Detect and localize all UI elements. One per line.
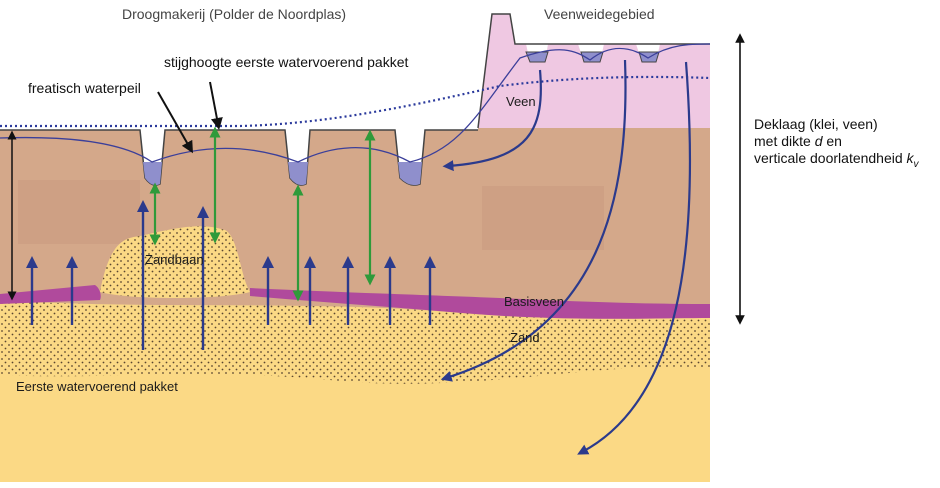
- infiltration-flow-arrows: [440, 59, 692, 455]
- peat-label: Veen: [506, 94, 536, 109]
- seepage-arrows: [26, 200, 436, 350]
- sand-label: Zand: [510, 330, 540, 345]
- ditch-water: [398, 162, 422, 186]
- water-table-pointer: [157, 91, 193, 154]
- clay-lens: [18, 180, 140, 244]
- aquifer-label: Eerste watervoerend pakket: [16, 379, 178, 394]
- cover-layer-note-line2: met dikte d en: [754, 133, 842, 149]
- sand-ridge-label: Zandbaan: [145, 252, 204, 267]
- basal-peat-label: Basisveen: [504, 294, 564, 309]
- head-difference-arrows: [149, 126, 376, 302]
- water-table-label: freatisch waterpeil: [28, 80, 141, 96]
- cover-layer-note-line1: Deklaag (klei, veen): [754, 116, 878, 132]
- hydraulic-head-pointer: [209, 81, 223, 130]
- ditch-water: [143, 162, 162, 186]
- peat-layer: [478, 14, 710, 128]
- hydraulic-head-label: stijghoogte eerste watervoerend pakket: [164, 54, 409, 70]
- ditch-water: [288, 162, 308, 186]
- hydraulic-head-line: [0, 75, 711, 128]
- clay-lens: [482, 186, 604, 250]
- sand-layer: [0, 300, 710, 384]
- polder-area-title: Droogmakerij (Polder de Noordplas): [122, 6, 347, 22]
- water-table-line: [0, 43, 711, 163]
- cover-layer-note: Deklaag (klei, veen) met dikte d en vert…: [754, 116, 940, 173]
- basal-peat-layer: [0, 285, 710, 319]
- cover-layer-note-line3: verticale doorlatendheid kv: [754, 150, 919, 170]
- peat-area-title: Veenweidegebied: [544, 6, 655, 22]
